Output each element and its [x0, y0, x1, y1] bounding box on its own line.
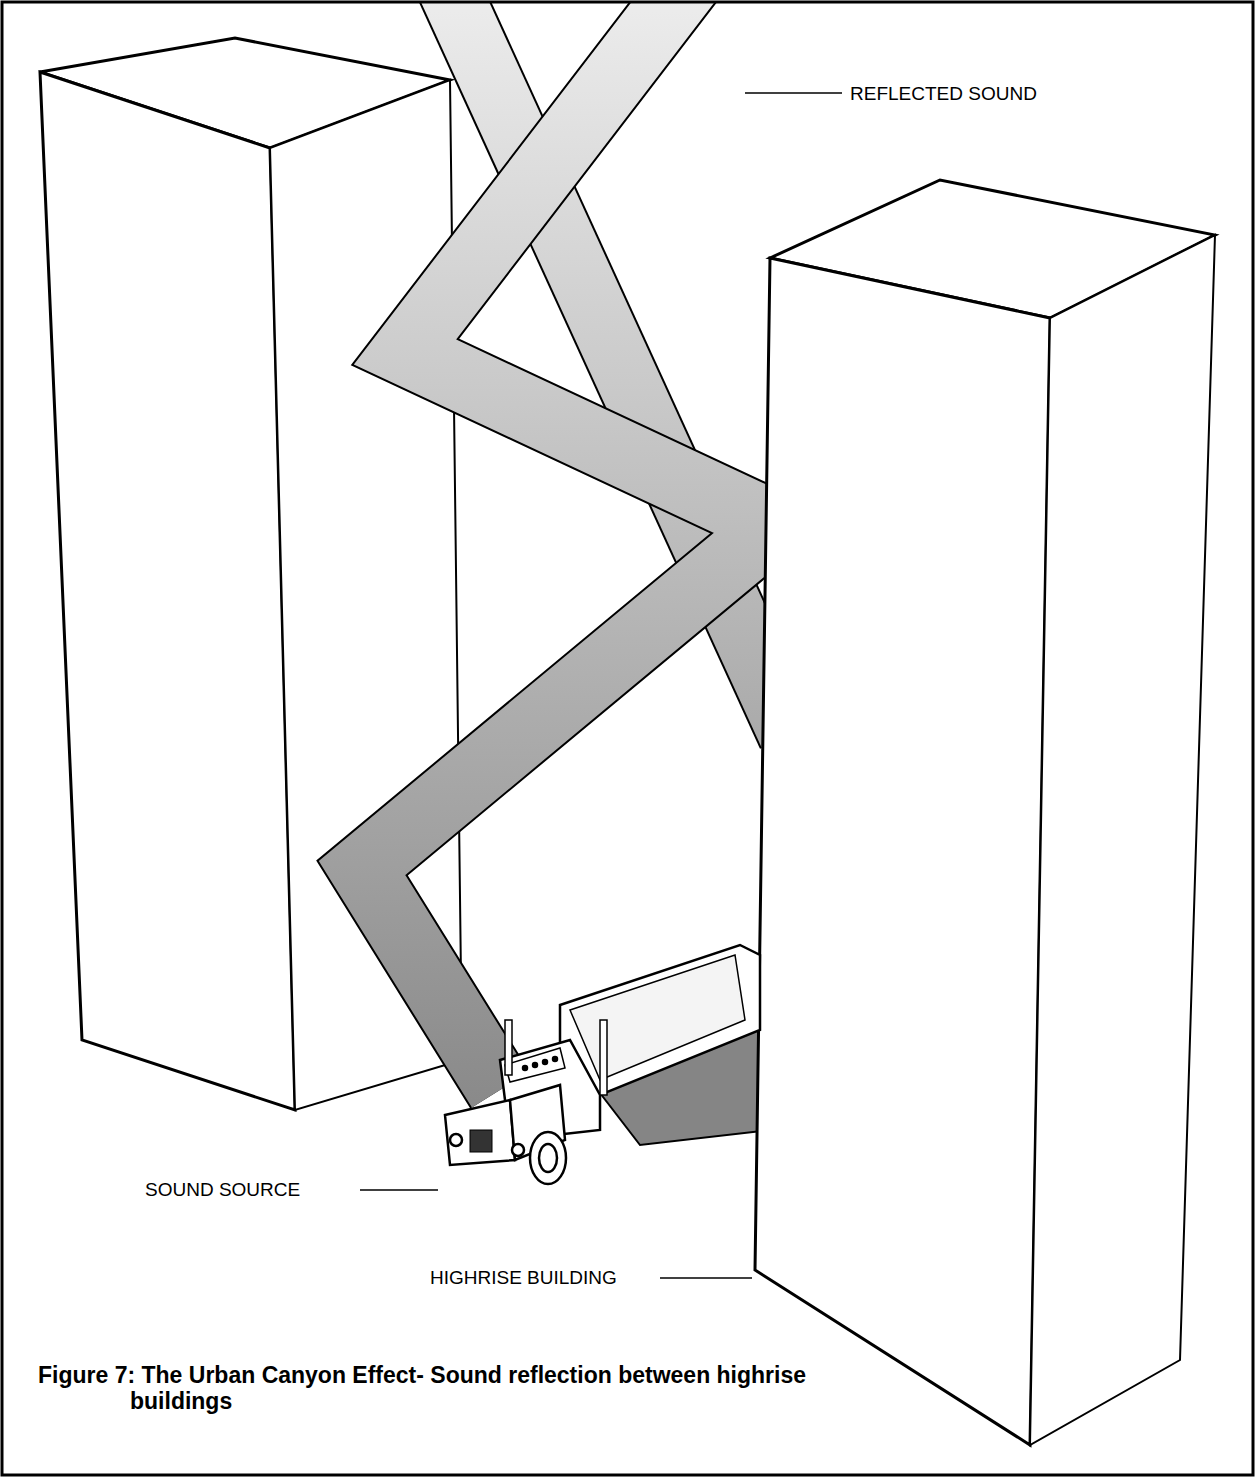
- leader-label: REFLECTED SOUND: [848, 84, 1039, 103]
- right-building: [755, 180, 1215, 1445]
- leader-line: [360, 93, 842, 1278]
- reflected-sound-band: [362, 3, 775, 1090]
- leader-label: HIGHRISE BUILDING: [428, 1268, 619, 1287]
- figure-caption: Figure 7: The Urban Canyon Effect- Sound…: [38, 1362, 835, 1415]
- leader-label: SOUND SOURCE: [143, 1180, 302, 1199]
- truck: [445, 945, 760, 1184]
